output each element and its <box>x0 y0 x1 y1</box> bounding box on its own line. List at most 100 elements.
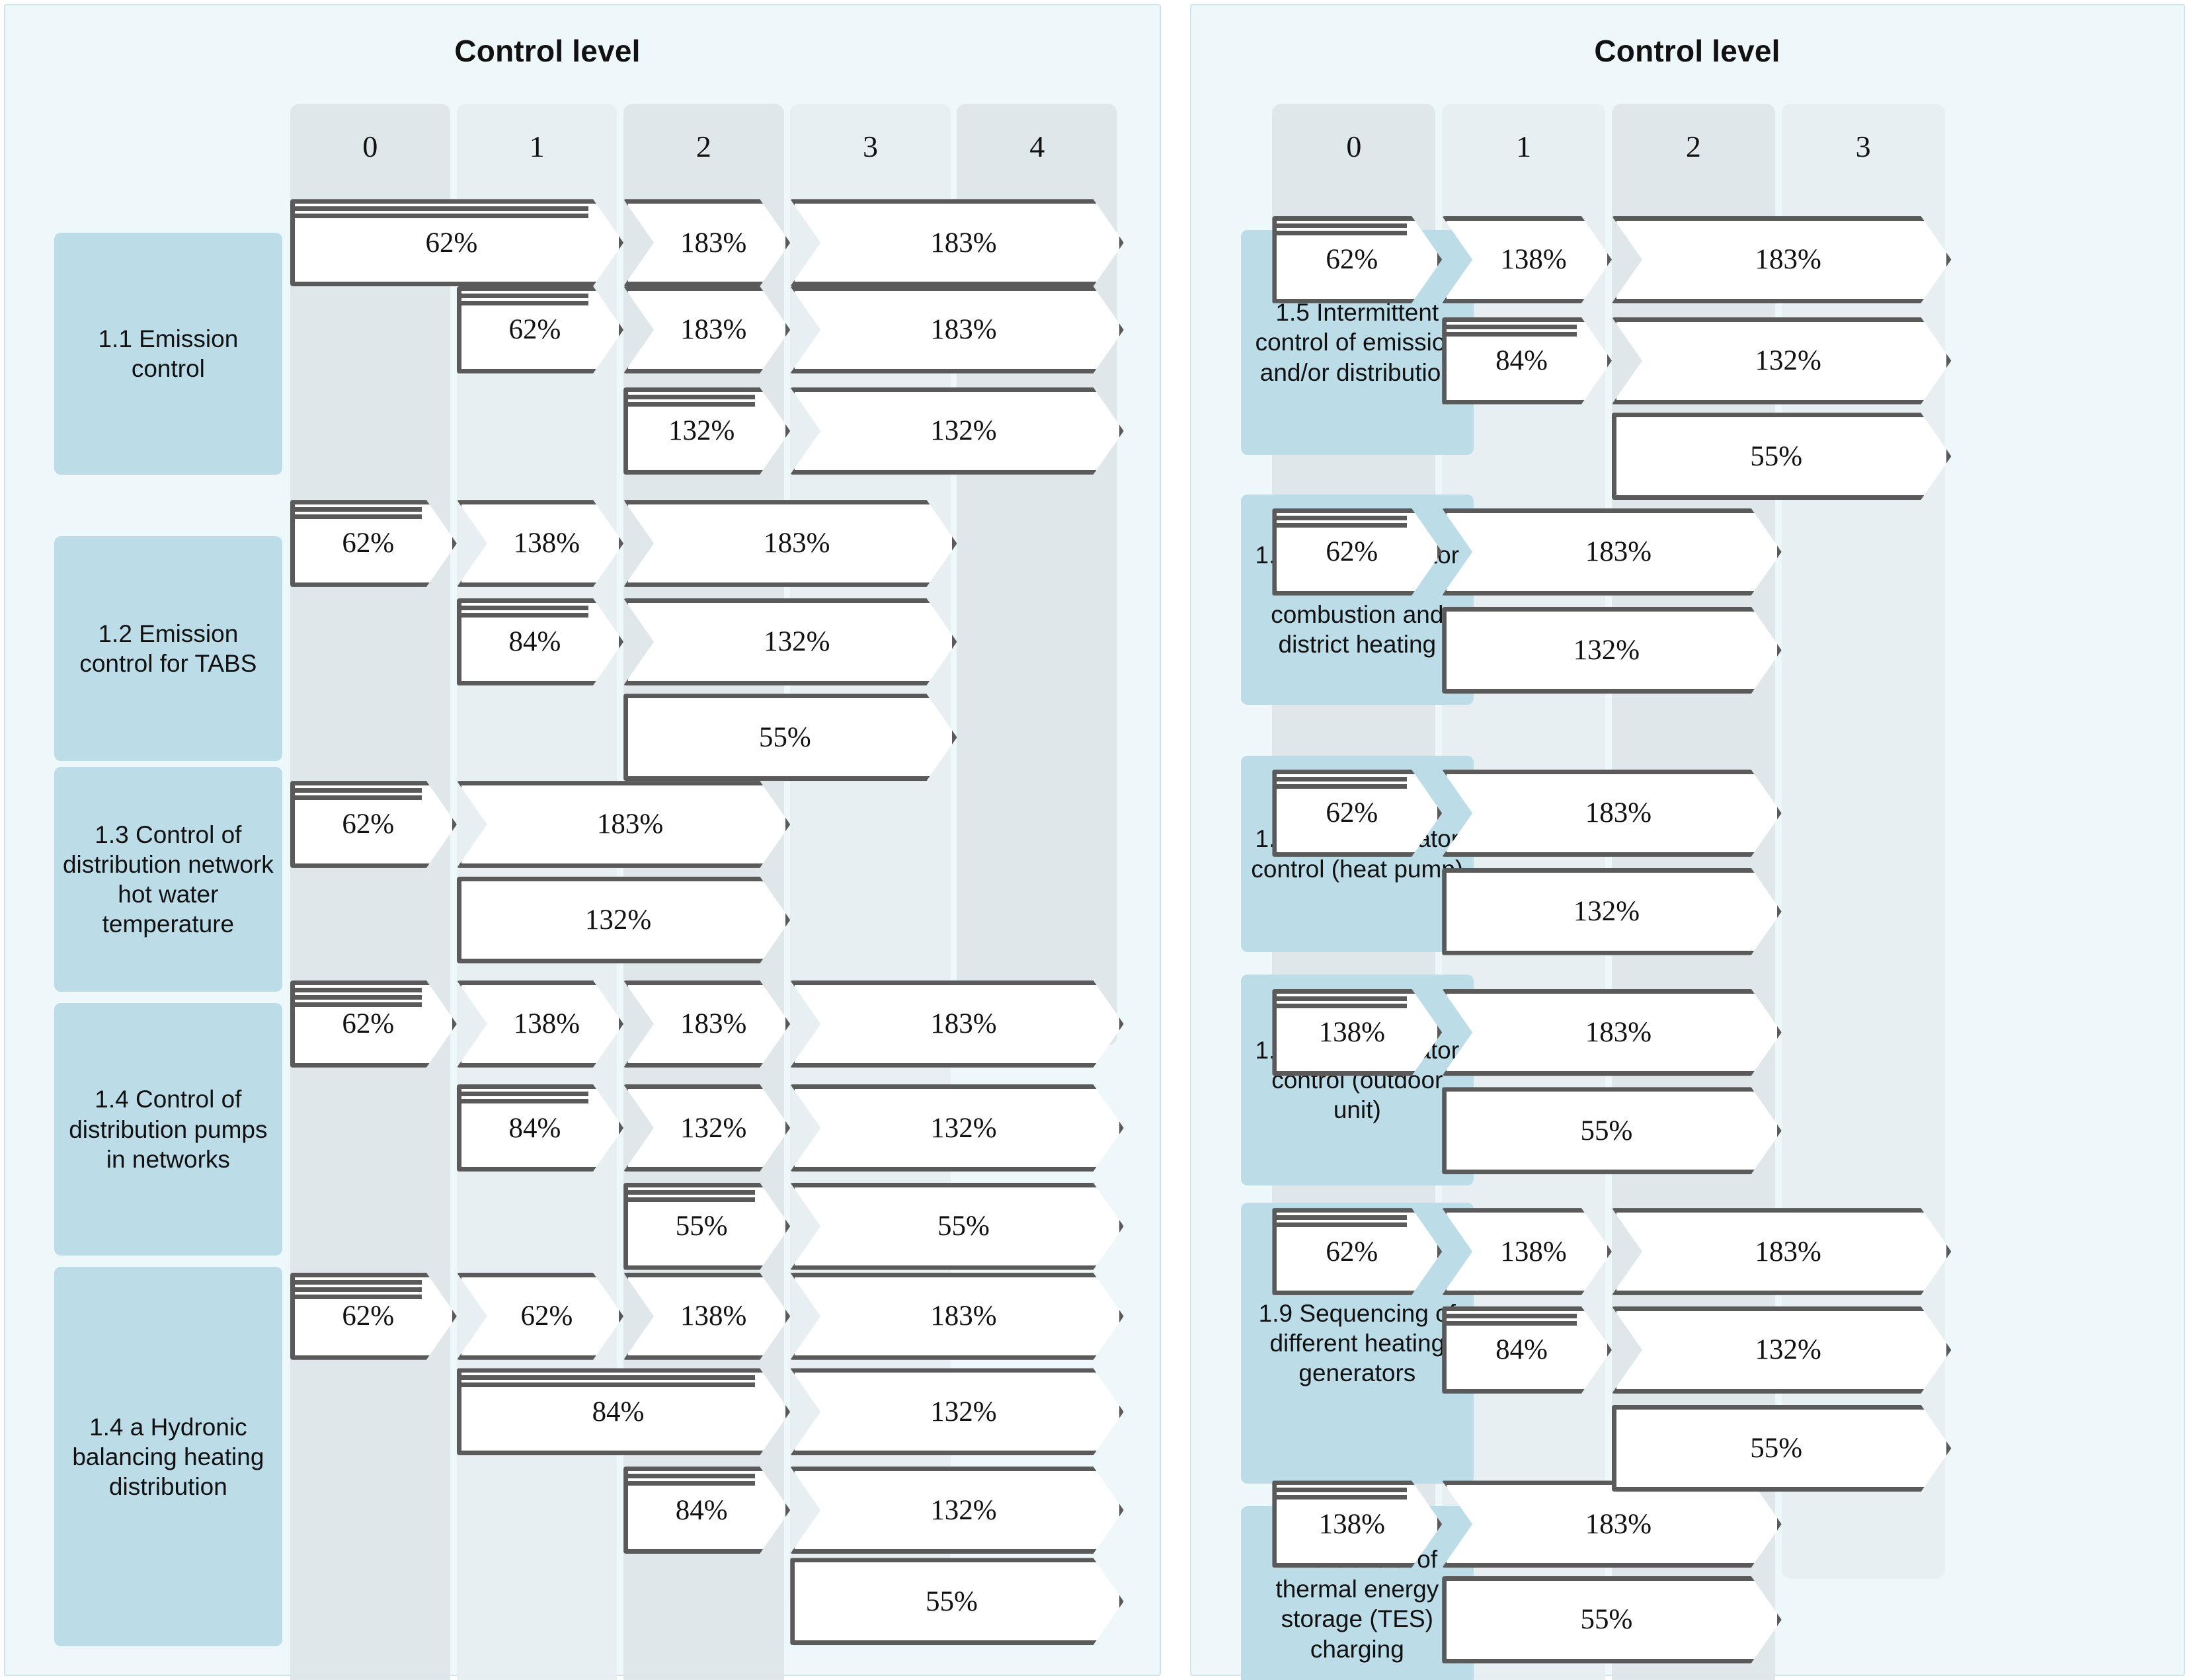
arrow-chain: 84%132% <box>1191 1306 2184 1394</box>
level-label-3: 3 <box>1855 130 1871 164</box>
arrow-value: 55% <box>937 1211 990 1242</box>
arrow-segment: 55% <box>1612 1405 1952 1492</box>
arrow-value: 132% <box>764 626 830 658</box>
arrow-chain: 132% <box>1191 607 2184 694</box>
arrow-value: 62% <box>520 1300 573 1332</box>
arrow-value: 132% <box>930 1396 997 1427</box>
level-label-1: 1 <box>529 130 545 164</box>
arrow-segment: 183% <box>457 781 790 868</box>
arrow-segment: 84% <box>457 1368 790 1455</box>
arrow-chain: 84% 132% 132% <box>5 1084 1160 1172</box>
arrow-value: 62% <box>1326 244 1378 276</box>
arrow-segment: 183% <box>790 1273 1123 1360</box>
arrow-chain: 55% <box>1191 413 2184 500</box>
arrow-segment: 62% <box>290 500 457 587</box>
arrow-segment: 84% <box>623 1466 790 1554</box>
arrow-value: 62% <box>1326 536 1378 568</box>
arrow-value: 62% <box>342 809 395 840</box>
arrow-segment: 138% <box>1272 989 1442 1076</box>
arrow-segment: 183% <box>1612 1208 1952 1295</box>
arrow-segment: 138% <box>457 980 623 1068</box>
arrow-value: 62% <box>1326 1236 1378 1267</box>
arrow-value: 132% <box>1755 1334 1821 1366</box>
level-label-3: 3 <box>863 130 879 164</box>
arrow-value: 84% <box>508 626 561 658</box>
level-label-1: 1 <box>1516 130 1532 164</box>
arrow-value: 183% <box>1585 1017 1652 1049</box>
arrow-segment: 55% <box>1612 413 1952 500</box>
row-label-4: 1.4 Control of distribution pumps in net… <box>54 1002 283 1256</box>
arrow-value: 62% <box>425 227 478 259</box>
arrow-segment: 84% <box>457 598 623 686</box>
arrow-value: 55% <box>1580 1115 1633 1146</box>
arrow-value: 62% <box>342 528 395 559</box>
level-label-0: 0 <box>362 130 378 164</box>
arrow-value: 62% <box>1326 797 1378 829</box>
arrow-segment: 138% <box>1272 1480 1442 1568</box>
arrow-segment: 62% <box>457 286 623 374</box>
arrow-chain: 62%138%183%183% <box>5 980 1160 1068</box>
arrow-segment: 183% <box>790 199 1123 286</box>
arrow-segment: 55% <box>790 1558 1123 1645</box>
arrow-segment: 84% <box>1442 317 1612 405</box>
arrow-value: 138% <box>1318 1017 1385 1049</box>
arrow-segment: 138% <box>457 500 623 587</box>
arrow-chain: 62% 138% 183% <box>1191 1208 2184 1295</box>
arrow-segment: 138% <box>1442 216 1612 303</box>
arrow-value: 84% <box>592 1396 645 1427</box>
arrow-segment: 62% <box>290 199 623 286</box>
arrow-value: 132% <box>584 904 652 936</box>
arrow-value: 183% <box>930 314 997 346</box>
arrow-chain: 62% 138% 183% <box>5 500 1160 587</box>
arrow-value: 138% <box>680 1300 747 1332</box>
arrow-chain: 84% 132% <box>1191 317 2184 405</box>
arrow-chain: 84% 132% <box>5 598 1160 686</box>
arrow-segment: 62% <box>290 980 457 1068</box>
arrow-chain: 55% <box>1191 1087 2184 1174</box>
level-label-4: 4 <box>1029 130 1045 164</box>
arrow-segment: 183% <box>1442 508 1782 596</box>
arrow-chain: 62% 183% <box>5 781 1160 868</box>
arrow-value: 132% <box>1573 634 1640 666</box>
arrow-value: 138% <box>1500 244 1567 276</box>
arrow-segment: 132% <box>1442 607 1782 694</box>
arrow-value: 132% <box>1755 345 1821 377</box>
level-label-2: 2 <box>696 130 711 164</box>
panel-left-title: Control level <box>454 34 641 68</box>
arrow-value: 183% <box>680 227 747 259</box>
level-band-0 <box>290 103 451 1680</box>
arrow-value: 183% <box>1755 1236 1821 1267</box>
arrow-value: 183% <box>1755 244 1821 276</box>
arrow-segment: 62% <box>457 1273 623 1360</box>
panel-left: Control level 0 1 2 3 4 1.1 Emission control… <box>4 4 1161 1680</box>
arrow-value: 132% <box>668 415 735 447</box>
arrow-value: 183% <box>764 528 830 559</box>
arrow-segment: 183% <box>1442 770 1782 857</box>
row-label-1: 1.1 Emission control <box>54 233 283 475</box>
arrow-value: 132% <box>930 1112 997 1144</box>
arrow-segment: 183% <box>790 980 1123 1068</box>
arrow-segment: 183% <box>1612 216 1952 303</box>
arrow-segment: 62% <box>1272 216 1442 303</box>
arrow-segment: 55% <box>623 694 957 781</box>
arrow-value: 132% <box>680 1112 747 1144</box>
arrow-segment: 183% <box>790 286 1123 374</box>
arrow-segment: 183% <box>1442 1480 1782 1568</box>
arrow-value: 138% <box>1500 1236 1567 1267</box>
arrow-chain: 132%132% <box>5 387 1160 475</box>
arrow-segment: 62% <box>1272 1208 1442 1295</box>
arrow-value: 132% <box>930 1494 997 1526</box>
arrow-segment: 55% <box>1442 1087 1782 1174</box>
arrow-segment: 84% <box>457 1084 623 1172</box>
arrow-value: 84% <box>675 1494 728 1526</box>
arrow-segment: 62% <box>1272 770 1442 857</box>
level-label-0: 0 <box>1346 130 1362 164</box>
arrow-chain: 55% <box>5 694 1160 781</box>
arrow-chain: 62%183%183% <box>5 286 1160 374</box>
arrow-segment: 132% <box>1612 1306 1952 1394</box>
arrow-segment: 183% <box>1442 989 1782 1076</box>
arrow-chain: 55% <box>1191 1405 2184 1492</box>
arrow-value: 55% <box>1580 1604 1633 1636</box>
arrow-chain: 84% 132% <box>5 1466 1160 1554</box>
arrow-segment: 62% <box>1272 508 1442 596</box>
